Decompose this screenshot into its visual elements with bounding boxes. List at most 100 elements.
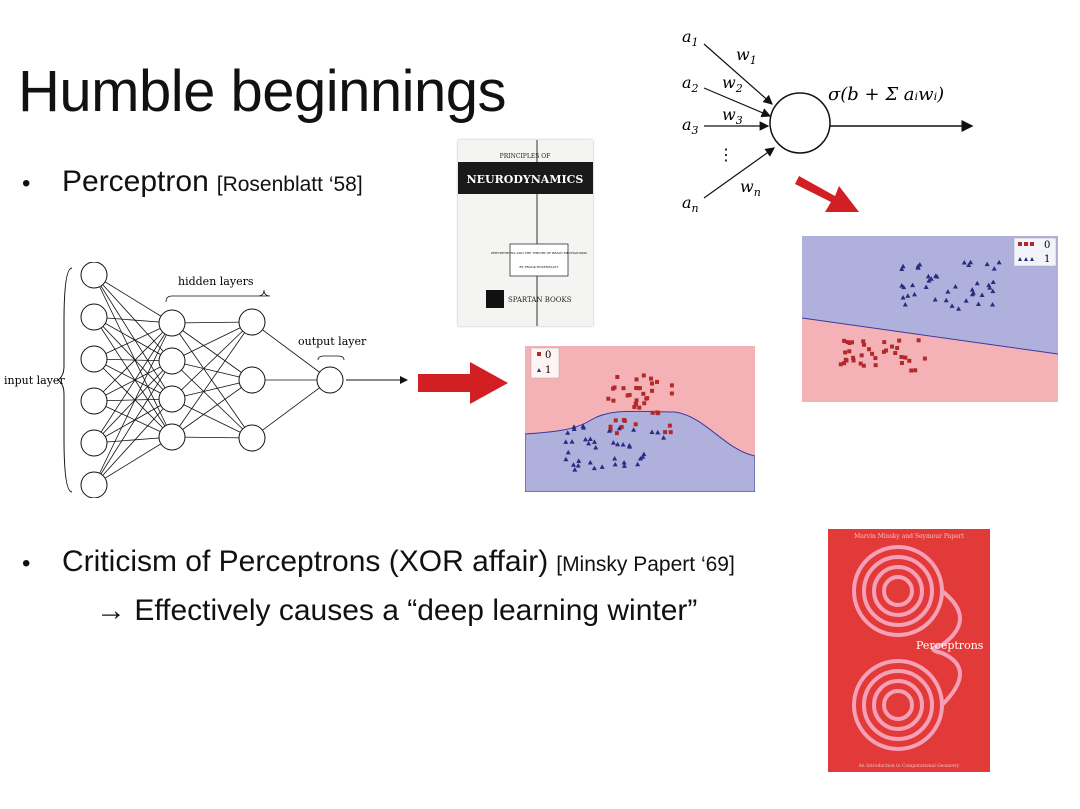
class-0-point	[844, 358, 849, 363]
class-0-point	[903, 355, 908, 360]
network-edge	[251, 321, 331, 381]
class-0-point	[845, 340, 850, 345]
weight-w2: w2	[722, 73, 743, 95]
class-0-point	[851, 355, 856, 360]
input-layer-label: input layer	[4, 374, 65, 387]
class-0-point	[859, 353, 864, 358]
book2-authors: Marvin Minsky and Seymour Papert	[854, 533, 964, 540]
class-0-point	[649, 376, 654, 381]
network-edge	[93, 316, 173, 362]
class-0-point	[847, 341, 852, 346]
network-edge	[93, 274, 173, 400]
class-1-point	[631, 427, 637, 432]
class-1-point	[582, 436, 588, 442]
class-0-point	[913, 368, 918, 373]
class-1-point	[599, 464, 605, 469]
network-edge	[171, 321, 253, 438]
network-node	[158, 309, 186, 337]
class-1-point	[900, 295, 906, 300]
class-1-point	[563, 439, 569, 444]
class-0-point	[861, 363, 866, 368]
legend-1: 1	[1044, 254, 1050, 265]
class-0-point	[641, 391, 646, 396]
class-0-point	[642, 401, 647, 406]
class-1-point	[984, 261, 990, 267]
linear-decision-boundary-plot: 0 1	[802, 236, 1058, 402]
class-0-point	[633, 422, 638, 427]
class-1-point	[580, 423, 586, 429]
class-0-point	[870, 351, 875, 356]
class-0-point	[897, 338, 902, 343]
input-a1: a1	[682, 27, 699, 49]
class-1-point	[991, 266, 997, 271]
network-edge	[93, 316, 173, 438]
class-0-point	[655, 379, 660, 384]
network-node	[80, 303, 108, 331]
class-0-point	[612, 385, 617, 390]
class-0-point	[884, 348, 889, 353]
class-1-point	[987, 285, 993, 290]
activation-formula: σ(b + Σ aᵢwᵢ)	[828, 84, 944, 105]
class-0-point	[838, 362, 843, 367]
class-0-point	[899, 354, 904, 359]
class-1-point	[899, 266, 905, 271]
class-1-point	[990, 288, 996, 294]
class-1-point	[945, 289, 951, 294]
class-0-point	[851, 358, 856, 363]
class-1-point	[569, 439, 575, 444]
network-edge	[171, 321, 253, 362]
network-node	[80, 345, 108, 373]
class-1-point	[621, 463, 627, 468]
class-1-point	[570, 462, 576, 467]
class-0-point	[667, 423, 672, 428]
class-0-point	[893, 351, 898, 356]
class-1-point	[990, 302, 996, 307]
class-0-point	[881, 349, 886, 354]
class-1-point	[928, 276, 934, 281]
book2-footer: An Introduction to Computational Geometr…	[858, 763, 960, 769]
class-0-point	[606, 396, 611, 401]
class-1-point	[637, 455, 643, 461]
network-edge	[171, 322, 253, 381]
class-0-point	[611, 398, 616, 403]
class-1-point	[606, 428, 612, 433]
neurodynamics-book-cover: PRINCIPLES OF NEURODYNAMICS PERCEPTRONS …	[458, 140, 593, 326]
network-edge	[93, 322, 173, 360]
class-1-point	[986, 282, 992, 288]
class-1-point	[587, 460, 593, 465]
class-1-point	[586, 440, 592, 446]
class-0-point	[637, 405, 642, 410]
bullet-perceptron: • Perceptron [Rosenblatt ‘58]	[22, 165, 363, 199]
class-0-point	[916, 338, 921, 343]
hidden-layers-label: hidden layers	[178, 275, 254, 288]
weight-w1: w1	[736, 45, 757, 67]
class-1-point	[990, 279, 996, 284]
network-edge	[93, 358, 173, 438]
class-0-point	[842, 361, 847, 366]
bullet-text: Perceptron	[62, 165, 209, 198]
class-1-point	[591, 465, 597, 471]
nonlinear-decision-boundary-plot: 0 1	[525, 346, 755, 492]
class-0-point	[895, 346, 900, 351]
class-0-point	[669, 391, 674, 396]
network-edge	[93, 358, 173, 400]
book1-subtitle: PERCEPTRONS AND THE THEORY OF BRAIN MECH…	[491, 251, 587, 255]
network-edge	[251, 379, 331, 439]
class-1-point	[565, 430, 571, 435]
network-edge	[171, 379, 253, 438]
class-1-point	[575, 463, 581, 468]
class-0-point	[861, 339, 866, 344]
class-1-point	[641, 451, 647, 457]
input-a3: a3	[682, 115, 699, 137]
network-edge	[93, 398, 173, 444]
input-a2: a2	[682, 73, 699, 95]
network-node	[80, 429, 108, 457]
class-0-point	[614, 431, 619, 436]
network-edge	[93, 274, 173, 362]
class-1-point	[612, 461, 618, 467]
class-0-point	[668, 430, 673, 435]
class-0-point	[634, 398, 639, 403]
class-0-point	[645, 396, 650, 401]
class-0-point	[621, 386, 626, 391]
plot-legend	[530, 347, 560, 379]
